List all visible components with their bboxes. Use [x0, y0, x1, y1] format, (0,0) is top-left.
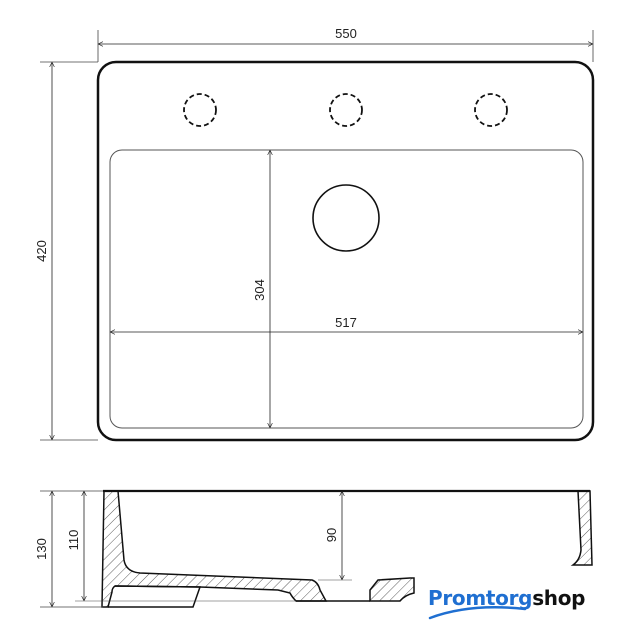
- left-wall-section: [101, 490, 328, 608]
- logo-part-promtorg: Promtorg: [428, 586, 533, 610]
- total-height-label: 130: [34, 538, 49, 560]
- tap-hole-right: [474, 93, 508, 127]
- bowl-depth-label: 90: [324, 528, 339, 542]
- basin-depth-label: 304: [252, 279, 267, 301]
- basin-width-label: 517: [335, 315, 357, 330]
- promtorgshop-logo: Promtorgshop: [428, 586, 585, 610]
- logo-part-shop: shop: [532, 586, 586, 610]
- sink-outline: [96, 60, 595, 442]
- tap-hole-center: [329, 93, 363, 127]
- body-height-label: 110: [66, 530, 81, 551]
- drain-right-section: [369, 577, 415, 602]
- side-view: 130 110 90: [34, 489, 593, 608]
- top-view: 550 420 304 517: [34, 26, 595, 442]
- width-label: 550: [335, 26, 357, 41]
- right-wall-section: [570, 490, 593, 566]
- height-label: 420: [34, 240, 49, 262]
- left-foot: [108, 585, 202, 608]
- tap-hole-left: [183, 93, 217, 127]
- drain-hole: [312, 184, 380, 252]
- basin-outline: [109, 149, 584, 429]
- logo-swoosh: [428, 606, 527, 620]
